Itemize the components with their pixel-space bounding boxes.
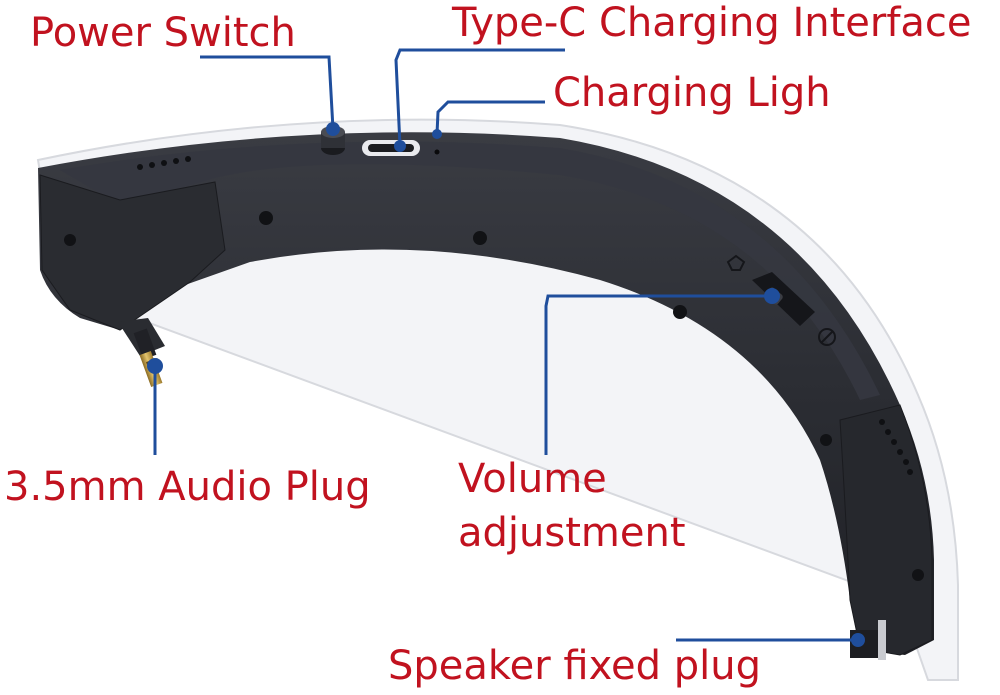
leader-dots [147, 122, 865, 647]
right-speaker-grille [879, 419, 913, 475]
left-end-block [39, 174, 226, 331]
audio-plug-label: 3.5mm Audio Plug [4, 464, 371, 510]
leader-typec [394, 48, 565, 147]
top-face [60, 141, 880, 400]
charging-light-label: Charging Ligh [553, 70, 831, 116]
leader-volume [544, 294, 772, 455]
volume-icon [726, 254, 746, 271]
left-speaker-grille [137, 156, 191, 170]
charging-light-indicator [434, 149, 440, 155]
headband-body [38, 132, 934, 655]
power-switch-label: Power Switch [30, 10, 296, 56]
audio-plug [118, 318, 165, 388]
volume-label-line2: adjustment [458, 510, 686, 556]
volume-label-line1: Volume [458, 456, 607, 502]
screw-holes [64, 211, 924, 581]
right-end-block [839, 404, 933, 656]
speaker-fixed-plug-label: Speaker fixed plug [388, 643, 762, 689]
leader-lines [153, 48, 858, 642]
mute-icon [818, 328, 836, 346]
leader-power [200, 55, 335, 130]
leader-light [435, 100, 545, 135]
type-c-charging-interface-label: Type-C Charging Interface [452, 0, 972, 46]
usb-c-port[interactable] [362, 140, 420, 156]
volume-adjustment-label: Volume adjustment [458, 452, 758, 560]
